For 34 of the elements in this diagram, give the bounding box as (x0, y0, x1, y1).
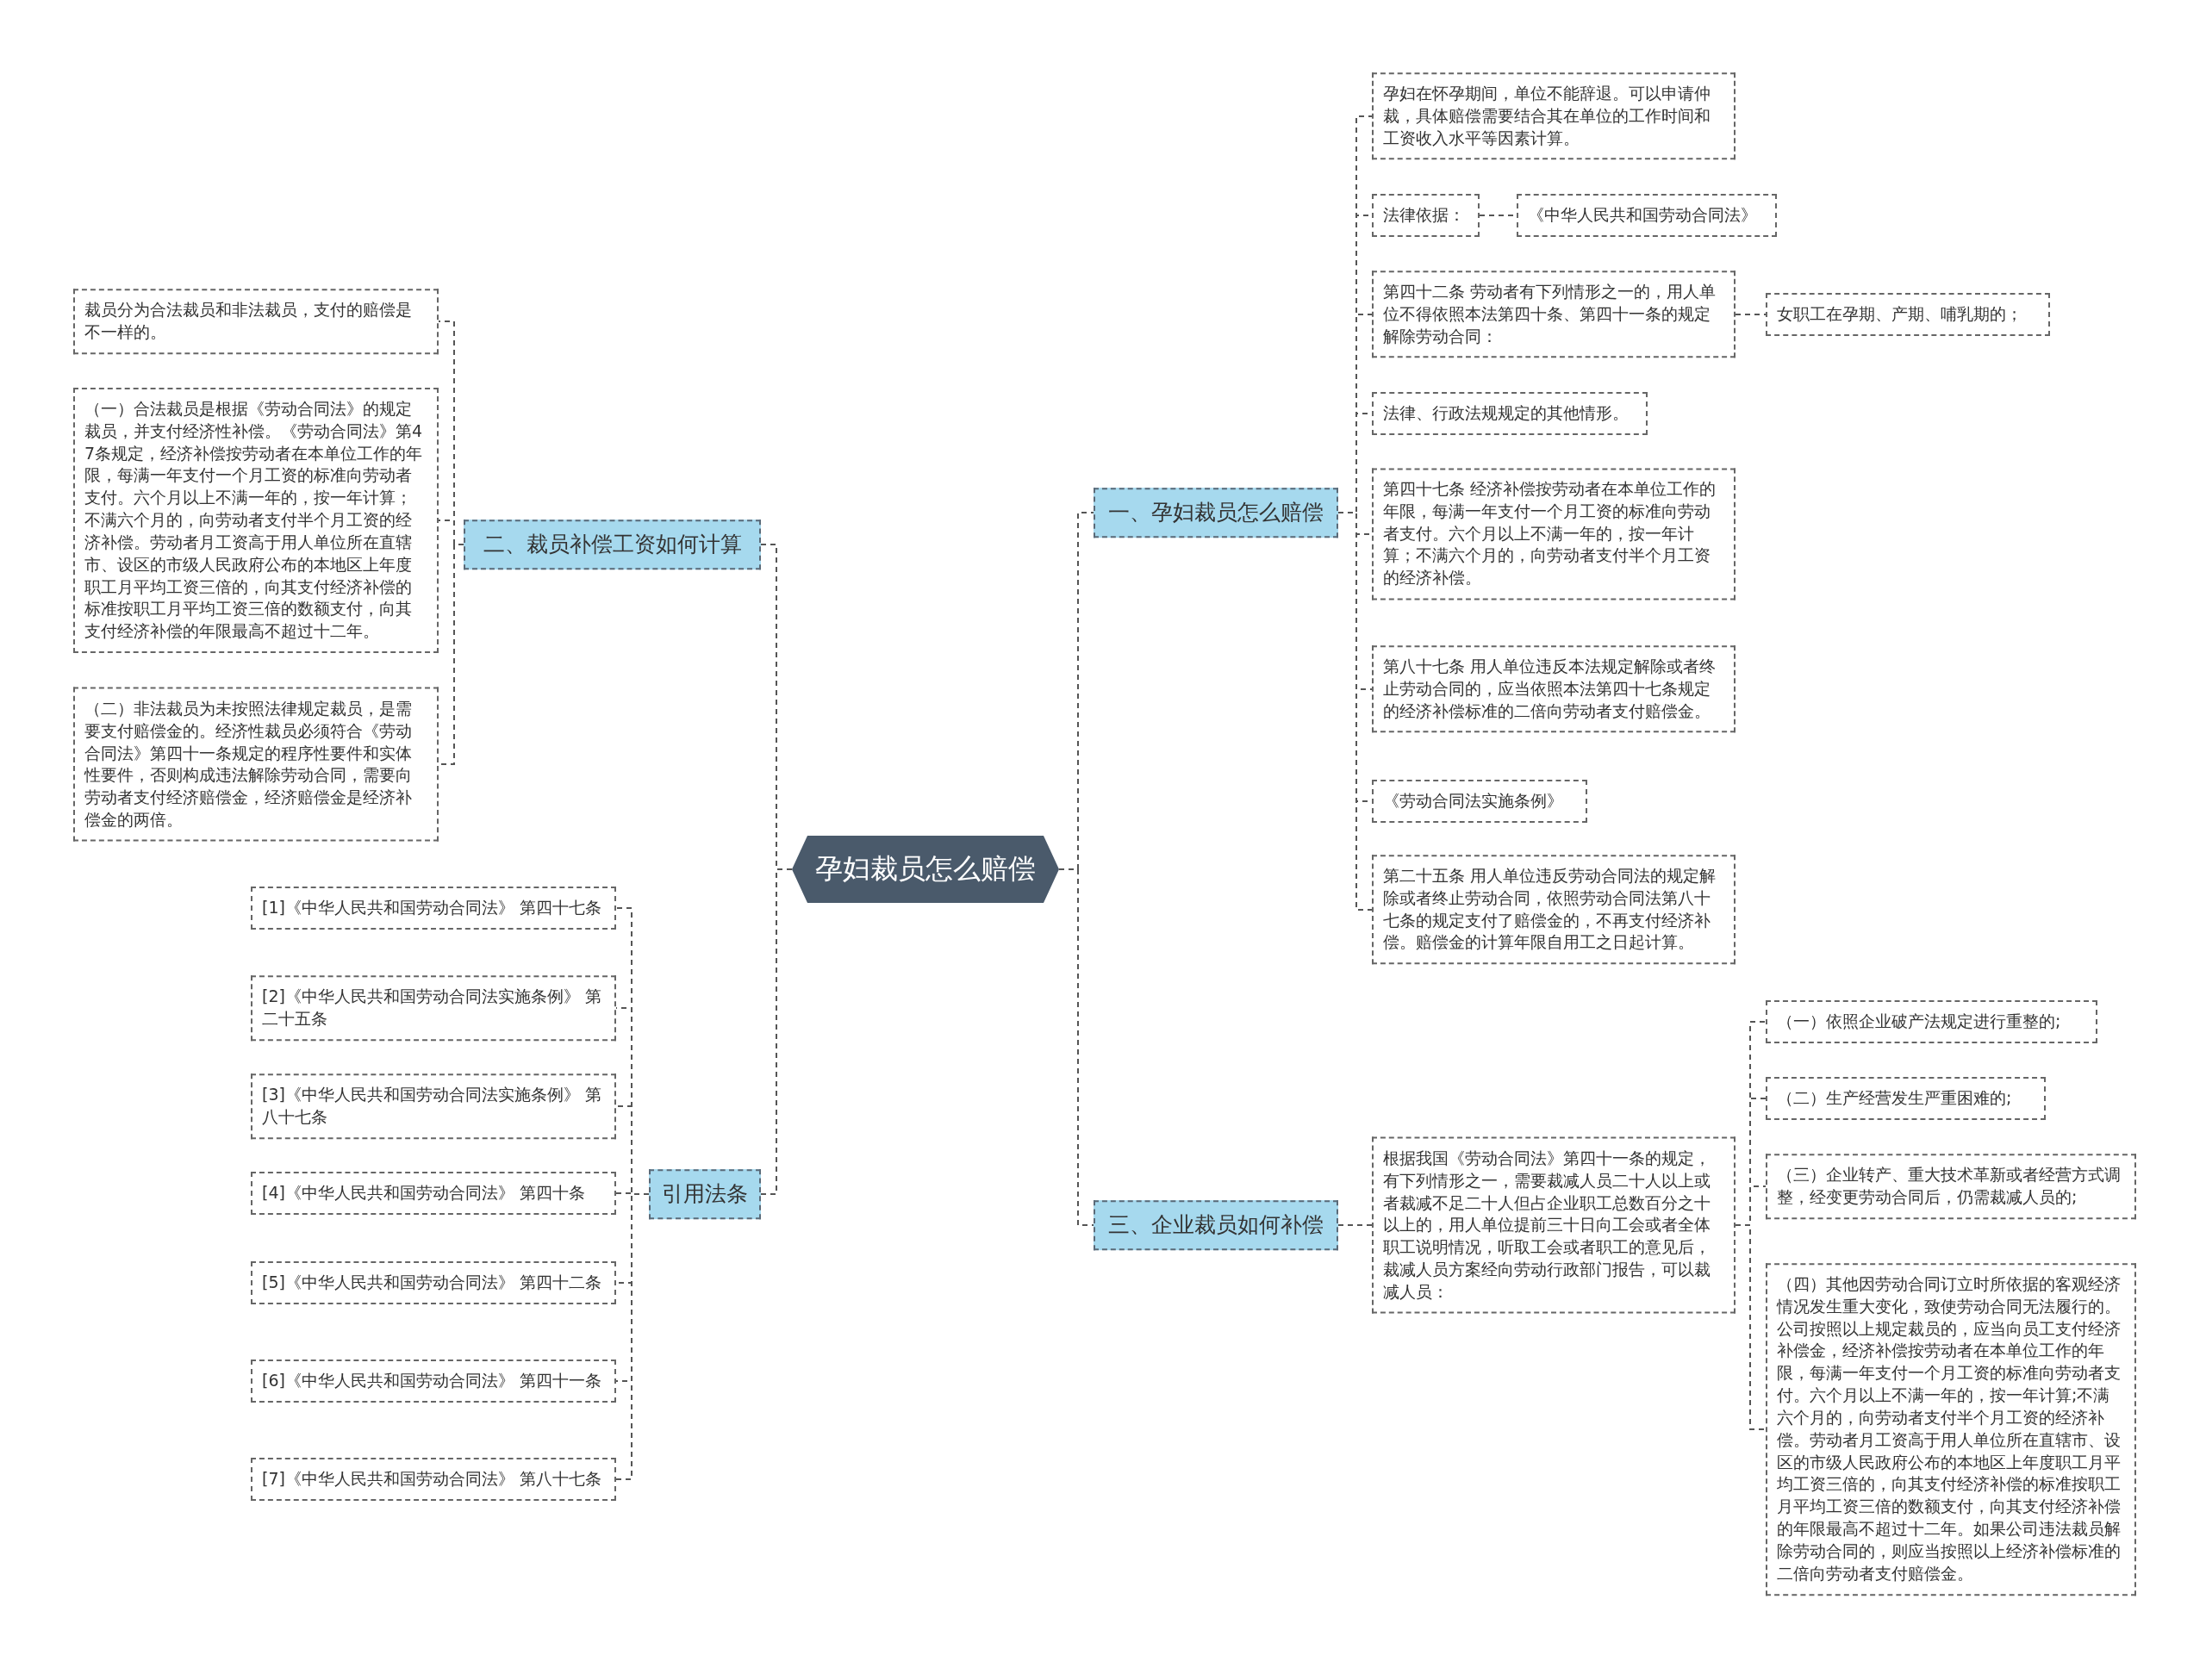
connector-line (1735, 314, 1767, 315)
subtopic-card: 裁员分为合法裁员和非法裁员，支付的赔偿是不一样的。 (73, 289, 439, 354)
branch-topic: 引用法条 (649, 1169, 761, 1219)
subtopic-card: 《中华人民共和国劳动合同法》 (1517, 194, 1777, 237)
subtopic-card: [2]《中华人民共和国劳动合同法实施条例》 第二十五条 (251, 975, 616, 1041)
subtopic-card: 女职工在孕期、产期、哺乳期的； (1766, 293, 2050, 336)
subtopic-card: [7]《中华人民共和国劳动合同法》 第八十七条 (251, 1458, 616, 1501)
subtopic-card: [1]《中华人民共和国劳动合同法》 第四十七条 (251, 887, 616, 930)
subtopic-card: （一）合法裁员是根据《劳动合同法》的规定裁员，并支付经济性补偿。《劳动合同法》第47条规定，经济补偿按劳动者在本单位工作的年限，每满一年支付一个月工资的标准向劳动者支付。六个月以上不满一年的，按一年计算；不满六个月的，向劳动者支付半个月工资的经济补偿。劳动者月工资高于用人单位所在直辖市、设区的市级人民政府公布的本地区上年度职工月平均工资三倍的，向其支付经济补偿的标准按职工月平均工资三倍的数额支付，向其支付经济补偿的年限最高不超过十二年。 (73, 387, 439, 654)
branch-topic: 一、孕妇裁员怎么赔偿 (1094, 488, 1338, 538)
subtopic-card: [4]《中华人民共和国劳动合同法》 第四十条 (251, 1172, 616, 1215)
subtopic-card: 《劳动合同法实施条例》 (1372, 780, 1587, 823)
subtopic-card: 法律、行政法规规定的其他情形。 (1372, 392, 1648, 435)
subtopic-card: （一）依照企业破产法规定进行重整的; (1766, 1000, 2097, 1043)
subtopic-card: （四）其他因劳动合同订立时所依据的客观经济情况发生重大变化，致使劳动合同无法履行的。公司按照以上规定裁员的，应当向员工支付经济补偿金，经济补偿按劳动者在本单位工作的年限，每满一年支付一个月工资的标准向劳动者支付。六个月以上不满一年的，按一年计算;不满六个月的，向劳动者支付半个月工资的经济补偿。劳动者月工资高于用人单位所在直辖市、设区的市级人民政府公布的本地区上年度职工月平均工资三倍的，向其支付经济补偿的标准按职工月平均工资三倍的数额支付，向其支付经济补偿的年限最高不超过十二年。如果公司违法裁员解除劳动合同的，则应当按照以上经济补偿标准的二倍向劳动者支付赔偿金。 (1766, 1263, 2136, 1596)
subtopic-card: [5]《中华人民共和国劳动合同法》 第四十二条 (251, 1261, 616, 1304)
connector-line (1337, 1224, 1373, 1226)
central-topic: 孕妇裁员怎么赔偿 (792, 836, 1059, 903)
subtopic-card: [6]《中华人民共和国劳动合同法》 第四十一条 (251, 1360, 616, 1403)
subtopic-card: [3]《中华人民共和国劳动合同法实施条例》 第八十七条 (251, 1073, 616, 1139)
subtopic-card: 孕妇在怀孕期间，单位不能辞退。可以申请仲裁，具体赔偿需要结合其在单位的工作时间和工资收入水平等因素计算。 (1372, 72, 1736, 160)
subtopic-card: 根据我国《劳动合同法》第四十一条的规定，有下列情形之一，需要裁减人员二十人以上或者裁减不足二十人但占企业职工总数百分之十以上的，用人单位提前三十日向工会或者全体职工说明情况，听取工会或者职工的意见后，裁减人员方案经向劳动行政部门报告，可以裁减人员： (1372, 1136, 1736, 1314)
subtopic-card: （二）非法裁员为未按照法律规定裁员，是需要支付赔偿金的。经济性裁员必须符合《劳动合同法》第四十一条规定的程序性要件和实体性要件，否则构成违法解除劳动合同，需要向劳动者支付经济赔偿金，经济赔偿金是经济补偿金的两倍。 (73, 687, 439, 842)
connector-line (615, 1193, 650, 1480)
branch-topic: 二、裁员补偿工资如何计算 (464, 520, 761, 569)
subtopic-card: （三）企业转产、重大技术革新或者经营方式调整，经变更劳动合同后，仍需裁减人员的; (1766, 1154, 2136, 1219)
subtopic-card: 第八十七条 用人单位违反本法规定解除或者终止劳动合同的，应当依照本法第四十七条规定的经济补偿标准的二倍向劳动者支付赔偿金。 (1372, 645, 1736, 733)
branch-topic: 三、企业裁员如何补偿 (1094, 1200, 1338, 1250)
connector-line (1735, 1224, 1767, 1430)
subtopic-card: （二）生产经营发生严重困难的; (1766, 1077, 2046, 1120)
subtopic-card: 第四十七条 经济补偿按劳动者在本单位工作的年限，每满一年支付一个月工资的标准向劳动者支付。六个月以上不满一年的，按一年计算；不满六个月的，向劳动者支付半个月工资的经济补偿。 (1372, 468, 1736, 600)
subtopic-card: 第四十二条 劳动者有下列情形之一的，用人单位不得依照本法第四十条、第四十一条的规定解除劳动合同： (1372, 271, 1736, 358)
subtopic-card: 第二十五条 用人单位违反劳动合同法的规定解除或者终止劳动合同，依照劳动合同法第八十七条的规定支付了赔偿金的，不再支付经济补偿。赔偿金的计算年限自用工之日起计算。 (1372, 855, 1736, 965)
subtopic-card: 法律依据： (1372, 194, 1480, 237)
